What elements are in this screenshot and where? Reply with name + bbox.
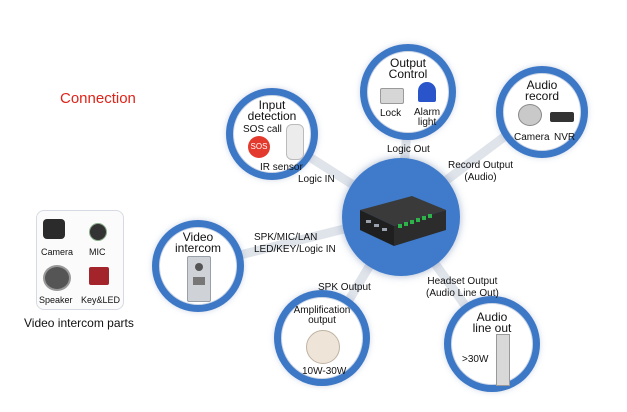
video-intercom-title-1: Video bbox=[182, 230, 214, 244]
alarm-light-icon bbox=[418, 82, 436, 102]
output-control-title-2: Control bbox=[388, 67, 428, 81]
speaker-icon bbox=[43, 265, 71, 291]
spk-mic-lan-1: SPK/MIC/LAN bbox=[254, 232, 318, 243]
output-control-title-1: Output bbox=[389, 56, 427, 70]
page-title: Connection bbox=[60, 90, 136, 107]
record-output-1: Record Output bbox=[448, 160, 514, 171]
link-spk-mic-lan: SPK/MIC/LAN LED/KEY/Logic IN bbox=[254, 232, 336, 256]
headset-output-2: (Audio Line Out) bbox=[426, 288, 499, 299]
amplification-title-2: output bbox=[308, 315, 336, 326]
audio-record-title-1: Audio bbox=[526, 78, 558, 92]
amplification-range: 10W-30W bbox=[302, 366, 347, 377]
alarm-light-label: Alarm light bbox=[414, 108, 440, 128]
input-detection-title-2: detection bbox=[247, 109, 297, 123]
camera-label: Camera bbox=[514, 132, 550, 143]
ir-sensor-icon bbox=[286, 124, 304, 160]
sos-call-label: SOS call bbox=[243, 124, 282, 135]
link-record-output: Record Output (Audio) bbox=[448, 160, 513, 184]
parts-camera-label: Camera bbox=[41, 247, 74, 257]
dome-camera-icon bbox=[518, 104, 542, 126]
video-intercom-title-2: intercom bbox=[174, 241, 221, 255]
node-output-control: Output Control Lock Alarm light bbox=[360, 44, 456, 140]
link-logic-out: Logic Out bbox=[387, 144, 430, 155]
intercom-controller-icon bbox=[360, 196, 446, 246]
audio-record-title-2: record bbox=[524, 89, 559, 103]
headset-output-1: Headset Output bbox=[427, 276, 498, 287]
spk-mic-lan-2: LED/KEY/Logic IN bbox=[254, 244, 336, 255]
node-audio-record: Audio record Camera NVR bbox=[496, 66, 588, 158]
node-amplification-output: Amplification output 10W-30W bbox=[274, 290, 370, 386]
central-controller bbox=[342, 158, 460, 276]
parts-caption: Video intercom parts bbox=[24, 316, 134, 330]
link-logic-in: Logic IN bbox=[298, 174, 335, 185]
column-speaker-icon bbox=[496, 334, 510, 386]
link-spk-output: SPK Output bbox=[318, 282, 371, 293]
record-output-2: (Audio) bbox=[464, 172, 497, 183]
alarm-label-2: light bbox=[417, 117, 437, 128]
video-intercom-parts: Camera MIC Speaker Key&LED bbox=[36, 210, 124, 310]
nvr-label: NVR bbox=[554, 132, 576, 143]
nvr-icon bbox=[550, 112, 574, 122]
sos-badge-text: SOS bbox=[250, 142, 268, 151]
ir-sensor-label: IR sensor bbox=[260, 162, 303, 173]
node-input-detection: Input detection SOS call SOS IR sensor bbox=[226, 88, 318, 180]
parts-speaker-label: Speaker bbox=[39, 295, 73, 305]
camera-module-icon bbox=[43, 219, 65, 239]
mic-icon bbox=[89, 223, 107, 241]
audio-line-out-title-1: Audio bbox=[476, 310, 508, 324]
parts-mic-label: MIC bbox=[89, 247, 106, 257]
amplification-title-1: Amplification bbox=[293, 305, 351, 316]
intercom-panel-icon bbox=[187, 256, 211, 302]
key-led-icon bbox=[89, 267, 109, 285]
link-headset-output: Headset Output (Audio Line Out) bbox=[426, 276, 499, 300]
audio-line-out-power: >30W bbox=[462, 354, 489, 365]
node-video-intercom: Video intercom bbox=[152, 220, 244, 312]
alarm-label-1: Alarm bbox=[414, 107, 441, 118]
lock-label: Lock bbox=[380, 108, 402, 119]
parts-key-led-label: Key&LED bbox=[81, 295, 121, 305]
sos-button-icon: SOS bbox=[248, 136, 270, 158]
audio-line-out-title-2: line out bbox=[472, 321, 512, 335]
node-audio-line-out: Audio line out >30W bbox=[444, 296, 540, 392]
lock-icon bbox=[380, 88, 404, 104]
ceiling-speaker-icon bbox=[306, 330, 340, 364]
input-detection-title-1: Input bbox=[258, 98, 286, 112]
